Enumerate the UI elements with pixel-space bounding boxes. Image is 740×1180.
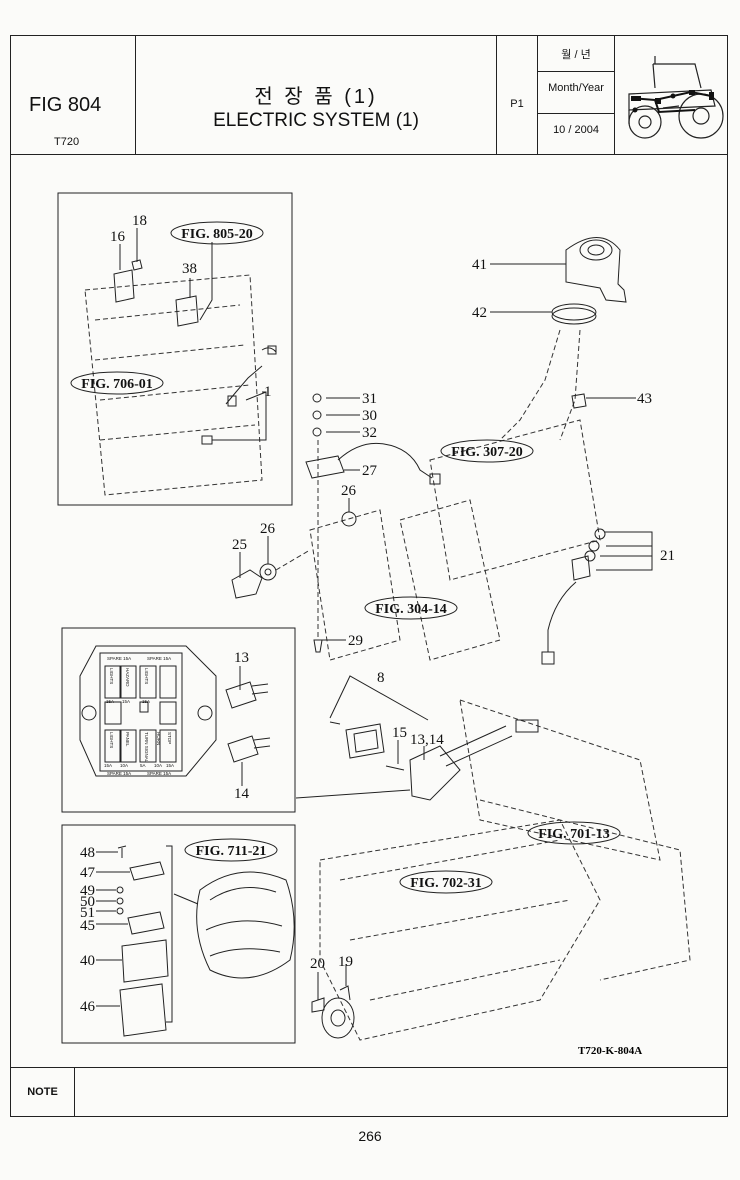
- part-number: 16: [110, 229, 126, 245]
- switch-25: [231, 440, 357, 653]
- part-number: 21: [660, 548, 675, 564]
- part-number: 47: [80, 865, 96, 881]
- fuse-col-bottom-4: HORN: [156, 732, 161, 745]
- fuse-col-top-3: LIGHTS: [144, 668, 149, 684]
- fig-ref-307-20: FIG. 307-20: [451, 445, 523, 460]
- fuse-col-bottom-5: STOP: [167, 732, 172, 744]
- fuse-col-bottom-1: LIGHTS: [109, 732, 114, 748]
- part-number: 18: [132, 213, 147, 229]
- month-year-ko: 월 / 년: [561, 49, 591, 61]
- fig-ref-304-14: FIG. 304-14: [375, 602, 447, 617]
- fuse-label-bottom-2: SPARE 15A: [147, 771, 171, 776]
- fuse-col-top-1: LIGHTS: [109, 668, 114, 684]
- part-number: 42: [472, 305, 487, 321]
- fuse-amp-bottom-4: 10A: [154, 763, 162, 768]
- inset-battery-box: [61, 824, 296, 1044]
- drawing-code: T720-K-804A: [578, 1045, 642, 1057]
- chassis-dashed-outline: [84, 274, 691, 1041]
- part-number: 46: [80, 999, 96, 1015]
- part-number: 48: [80, 845, 95, 861]
- part-number: 15: [392, 725, 407, 741]
- month-year-en: Month/Year: [548, 82, 604, 94]
- horn: [311, 985, 355, 1039]
- fuse-amp-bottom-1: 15A: [104, 763, 112, 768]
- part-number: 8: [377, 670, 385, 686]
- page-cell: P1: [497, 36, 538, 154]
- fuse-holder: [295, 719, 539, 801]
- fuse-label-bottom-1: SPARE 15A: [107, 771, 131, 776]
- tire: [173, 871, 295, 979]
- part-number: 19: [338, 954, 353, 970]
- fuse-col-top-2: HAZARD: [125, 668, 130, 687]
- header-table: FIG 804 T720 전 장 품 (1) ELECTRIC SYSTEM (…: [11, 36, 727, 155]
- fuse-label-top-2: SPARE 15A: [147, 656, 171, 661]
- part-number: 26: [341, 483, 357, 499]
- page-number: 266: [358, 1128, 382, 1144]
- inset-fuse-box: [61, 627, 296, 813]
- fuse-col-bottom-2: PANEL: [125, 732, 130, 747]
- switch-27: [305, 393, 441, 485]
- part-number: 30: [362, 408, 377, 424]
- part-number: 41: [472, 257, 487, 273]
- part-number: 49: [80, 883, 95, 899]
- fuse-amp-bottom-2: 10A: [120, 763, 128, 768]
- fig-ref-711-21: FIG. 711-21: [196, 844, 267, 859]
- fuse-box: SPARE 15A SPARE 15A SPARE 15A SPARE 15A …: [79, 645, 271, 777]
- fuse-amp-top-3: 15A: [142, 699, 150, 704]
- part-number: 1: [264, 384, 272, 400]
- part-number: 51: [80, 905, 95, 921]
- fig-ref-701-13: FIG. 701-13: [538, 827, 610, 842]
- fig-ref-702-31: FIG. 702-31: [410, 876, 482, 891]
- fuse-amp-top-1: 15A: [106, 699, 114, 704]
- tractor-thumbnail: [615, 36, 729, 154]
- fuse-amp-bottom-3: 5A: [140, 763, 146, 768]
- part-number: 14: [234, 786, 250, 802]
- inset-relay-box: [57, 192, 293, 506]
- fig-ref-706-01: FIG. 706-01: [81, 377, 153, 392]
- fig-ref-ovals: [70, 221, 621, 894]
- fig-id: FIG 804: [29, 94, 102, 116]
- model-label: T720: [54, 136, 80, 148]
- part-number: 13: [234, 650, 249, 666]
- part-number: 13,14: [410, 732, 444, 748]
- part-number: 20: [310, 956, 325, 972]
- part-number: 31: [362, 391, 377, 407]
- part-number: 29: [348, 633, 363, 649]
- part-number: 27: [362, 463, 378, 479]
- part-number: 38: [182, 261, 197, 277]
- page-frame: FIG 804 T720 전 장 품 (1) ELECTRIC SYSTEM (…: [10, 35, 728, 1117]
- title-english: ELECTRIC SYSTEM (1): [213, 110, 419, 131]
- sensor-21: [541, 528, 606, 665]
- date-cell: 월 / 년 Month/Year 10 / 2004: [538, 36, 615, 154]
- steering-column: [499, 237, 627, 441]
- fuse-label-top-1: SPARE 15A: [107, 656, 131, 661]
- part-number: 45: [80, 918, 95, 934]
- fuse-amp-top-2: 15A: [122, 699, 130, 704]
- relay-group: [113, 259, 277, 445]
- part-number: 40: [80, 953, 95, 969]
- title-cell: 전 장 품 (1) ELECTRIC SYSTEM (1): [136, 36, 497, 154]
- part-number: 25: [232, 537, 247, 553]
- note-row: NOTE: [11, 1067, 727, 1117]
- fuse-col-bottom-3: TURN SIGNAL: [144, 732, 149, 763]
- fig-cell: FIG 804 T720: [11, 36, 136, 154]
- tractor-icon: [628, 56, 724, 139]
- leader-lines: [96, 228, 653, 1007]
- part-number: 43: [637, 391, 652, 407]
- part-number: 26: [260, 521, 276, 537]
- fig-ref-805-20: FIG. 805-20: [181, 227, 253, 242]
- note-label: NOTE: [11, 1068, 75, 1117]
- battery-stack: [116, 845, 173, 1037]
- part-number: 50: [80, 894, 95, 910]
- title-korean: 전 장 품 (1): [254, 86, 378, 108]
- fuse-amp-bottom-5: 15A: [166, 763, 174, 768]
- date-value: 10 / 2004: [553, 124, 599, 136]
- part-number: 32: [362, 425, 377, 441]
- page-label: P1: [510, 98, 524, 110]
